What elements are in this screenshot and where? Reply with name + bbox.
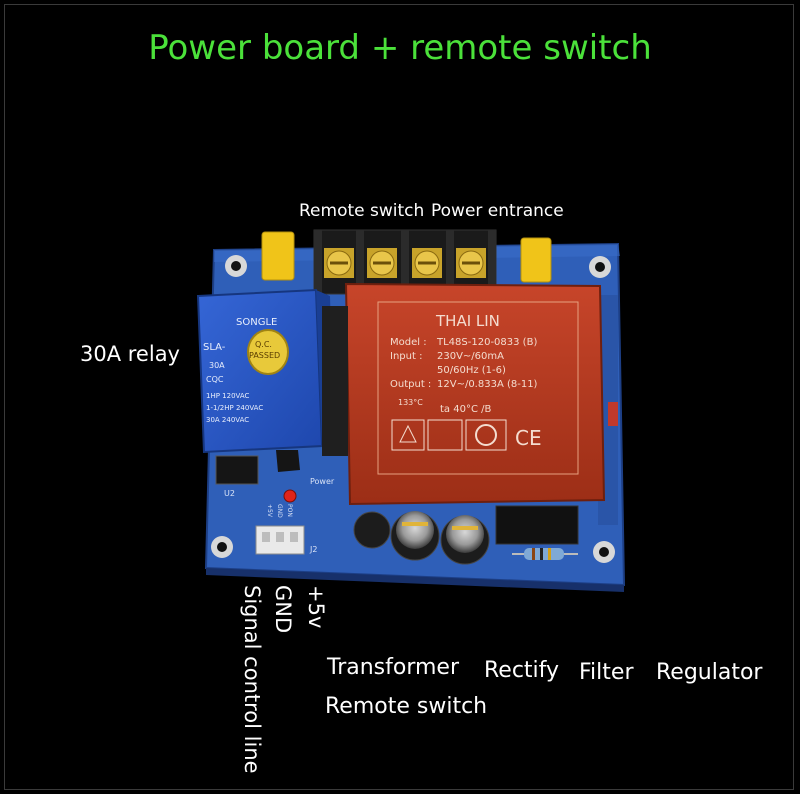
- transformer-brand: THAI LIN: [435, 312, 500, 330]
- label-30a-relay: 30A relay: [80, 342, 180, 366]
- page-title: Power board + remote switch: [148, 28, 652, 68]
- label-regulator: Regulator: [656, 660, 763, 685]
- label-filter: Filter: [579, 660, 634, 685]
- mounting-hole-top-left: [225, 255, 247, 277]
- transformer-output-label: Output :: [390, 379, 431, 390]
- relay-qc2: PASSED: [249, 351, 280, 360]
- transformer-output-value: 12V~/0.833A (8-11): [437, 379, 538, 390]
- mounting-hole-bottom-right: [593, 541, 615, 563]
- transformer-input-value1: 230V~/60mA: [437, 351, 504, 362]
- relay-cqc: CQC: [206, 375, 224, 384]
- pcb-label-plus5v: +5V: [266, 504, 273, 518]
- relay-model: SLA-: [203, 342, 226, 353]
- relay-rating2: 1-1/2HP 240VAC: [206, 404, 263, 412]
- capacitor-3: [440, 515, 490, 565]
- transformer: [322, 282, 606, 506]
- label-remote-switch-top: Remote switch: [299, 201, 425, 221]
- power-led: [283, 489, 297, 503]
- relay-rating3: 30A 240VAC: [206, 416, 249, 424]
- voltage-regulator: [495, 505, 579, 545]
- transformer-model-label: Model :: [390, 337, 427, 348]
- optocoupler-u2: [215, 455, 259, 485]
- relay-brand: SONGLE: [236, 317, 277, 328]
- resistor: [512, 548, 578, 560]
- mounting-hole-top-right: [589, 256, 611, 278]
- transformer-input-label: Input :: [390, 351, 422, 362]
- pcb-label-gnd: GND: [276, 504, 283, 518]
- terminal-screw-3: [412, 248, 442, 278]
- label-rectify: Rectify: [484, 658, 560, 683]
- terminal-screw-2: [367, 248, 397, 278]
- relay-rating1: 1HP 120VAC: [206, 392, 250, 400]
- image-frame: [4, 4, 794, 790]
- pcb-label-j2: J2: [309, 545, 317, 554]
- relay-30a: [196, 288, 334, 454]
- capacitor-2: [390, 511, 440, 561]
- yellow-fuse-left: [261, 231, 295, 281]
- capacitor-1: [353, 511, 391, 549]
- red-component: [608, 402, 618, 426]
- terminal-screw-4: [456, 248, 486, 278]
- transformer-temp: 133°C: [398, 398, 423, 407]
- pcb-label-power: Power: [310, 477, 335, 486]
- transformer-cert-icons: [391, 419, 507, 451]
- mounting-hole-bottom-left: [211, 536, 233, 558]
- terminal-screw-1: [324, 248, 354, 278]
- transformer-model-value: TL48S-120-0833 (B): [436, 337, 537, 348]
- yellow-fuse-right: [520, 237, 552, 283]
- transistor: [276, 450, 300, 472]
- transformer-input-value2: 50/60Hz (1-6): [437, 365, 506, 376]
- transformer-ta: ta 40°C /B: [440, 404, 491, 415]
- label-remote-switch-bottom: Remote switch: [325, 694, 488, 719]
- pcb-label-pon: PON: [286, 504, 293, 517]
- transformer-ce-mark: CE: [515, 426, 542, 450]
- label-transformer: Transformer: [327, 655, 460, 680]
- relay-line1: 30A: [209, 361, 225, 370]
- connector-j2: [255, 525, 305, 555]
- pcb-label-u2: U2: [224, 489, 235, 498]
- label-power-entrance: Power entrance: [431, 201, 564, 221]
- relay-qc1: Q.C.: [255, 340, 272, 349]
